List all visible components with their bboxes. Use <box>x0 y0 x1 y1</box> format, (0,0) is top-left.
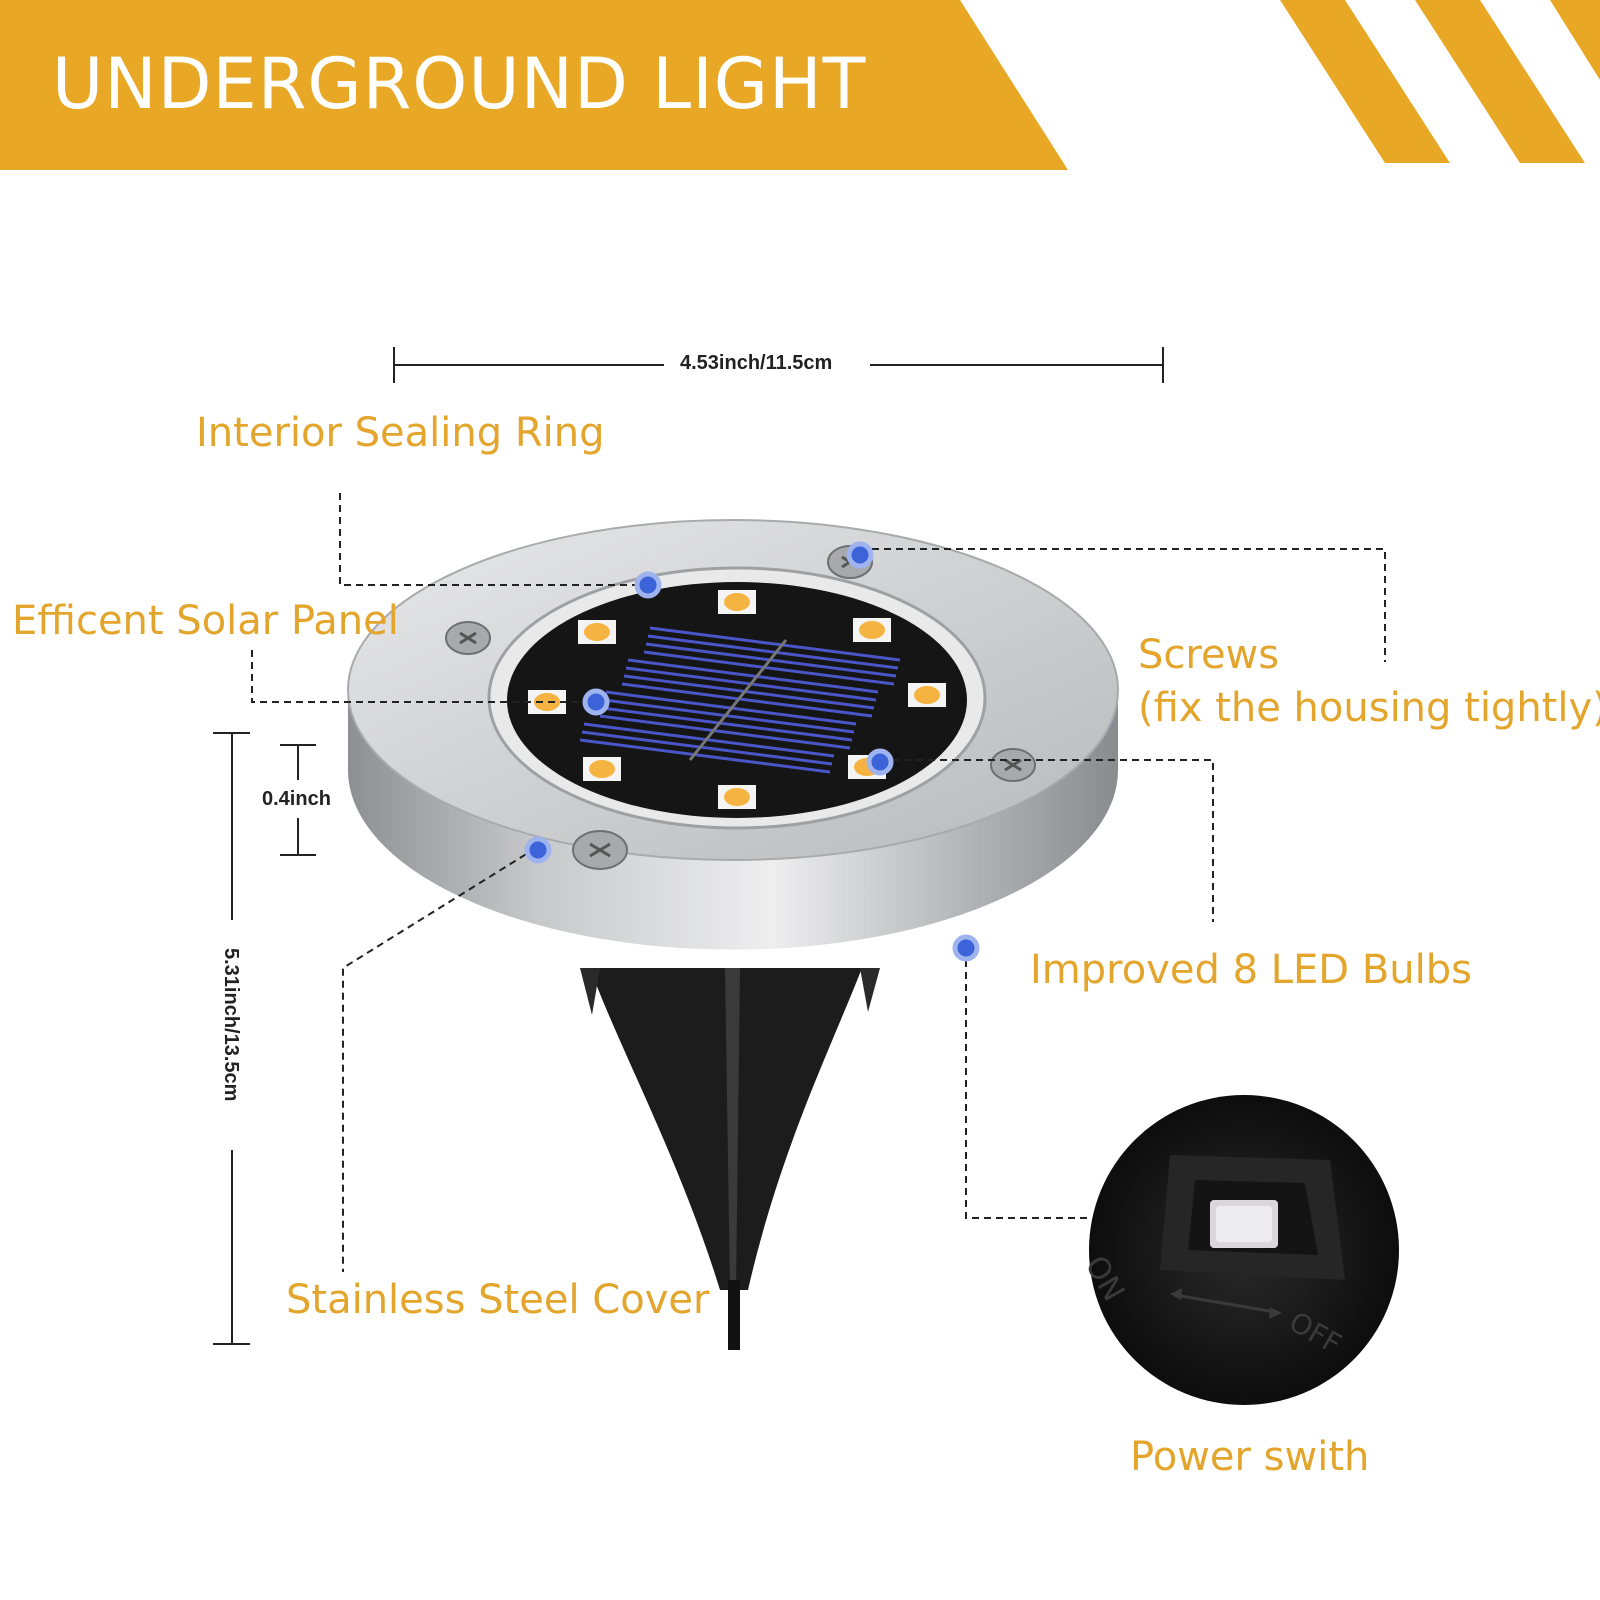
marker-sealing-ring <box>634 571 662 599</box>
height-dimension <box>213 732 250 1345</box>
led-bulb <box>853 618 891 642</box>
label-steel-cover: Stainless Steel Cover <box>286 1277 710 1323</box>
label-led-bulbs: Improved 8 LED Bulbs <box>1030 947 1472 993</box>
leader-screws <box>860 548 1386 662</box>
led-bulb <box>578 620 616 644</box>
banner-stripe-2 <box>1415 0 1585 163</box>
marker-power-switch <box>952 934 980 962</box>
markers <box>524 541 980 962</box>
led-bulbs <box>528 590 946 809</box>
banner-stripe-3 <box>1550 0 1600 80</box>
marker-screws <box>846 541 874 569</box>
thickness-dimension-label: 0.4inch <box>262 788 331 810</box>
banner-background <box>0 0 1068 170</box>
screw <box>990 748 1036 782</box>
label-power-switch: Power swith <box>1130 1434 1370 1480</box>
leader-solar-panel <box>251 650 596 703</box>
led-bulb <box>908 683 946 707</box>
label-screws: Screws <box>1138 632 1280 678</box>
screw <box>445 621 491 655</box>
power-switch-closeup <box>1089 1095 1399 1405</box>
screw <box>572 830 628 870</box>
width-dimension-label: 4.53inch/11.5cm <box>680 352 833 374</box>
leader-led-bulbs <box>880 759 1214 922</box>
banner-title: UNDERGROUND LIGHT <box>52 43 867 125</box>
marker-solar-panel <box>582 688 610 716</box>
thickness-dimension <box>280 744 316 856</box>
height-dimension-label: 5.31inch/13.5cm <box>220 948 242 1102</box>
led-bulb <box>718 590 756 614</box>
label-screws-detail: (fix the housing tightly) <box>1138 685 1600 731</box>
marker-led-bulbs <box>866 748 894 776</box>
led-bulb <box>718 785 756 809</box>
leader-steel-cover <box>342 847 537 1272</box>
screws <box>445 545 1036 870</box>
leader-sealing-ring <box>339 493 646 586</box>
leader-lines <box>251 493 1386 1272</box>
label-interior-sealing-ring: Interior Sealing Ring <box>196 410 605 456</box>
leader-power-switch <box>965 948 1088 1219</box>
label-efficient-solar-panel: Efficent Solar Panel <box>12 598 399 644</box>
banner-stripe-1 <box>1280 0 1450 163</box>
width-dimension <box>393 347 1164 383</box>
led-bulb <box>583 757 621 781</box>
ground-stake <box>580 968 880 1350</box>
marker-steel-cover <box>524 836 552 864</box>
led-bulb <box>528 690 566 714</box>
